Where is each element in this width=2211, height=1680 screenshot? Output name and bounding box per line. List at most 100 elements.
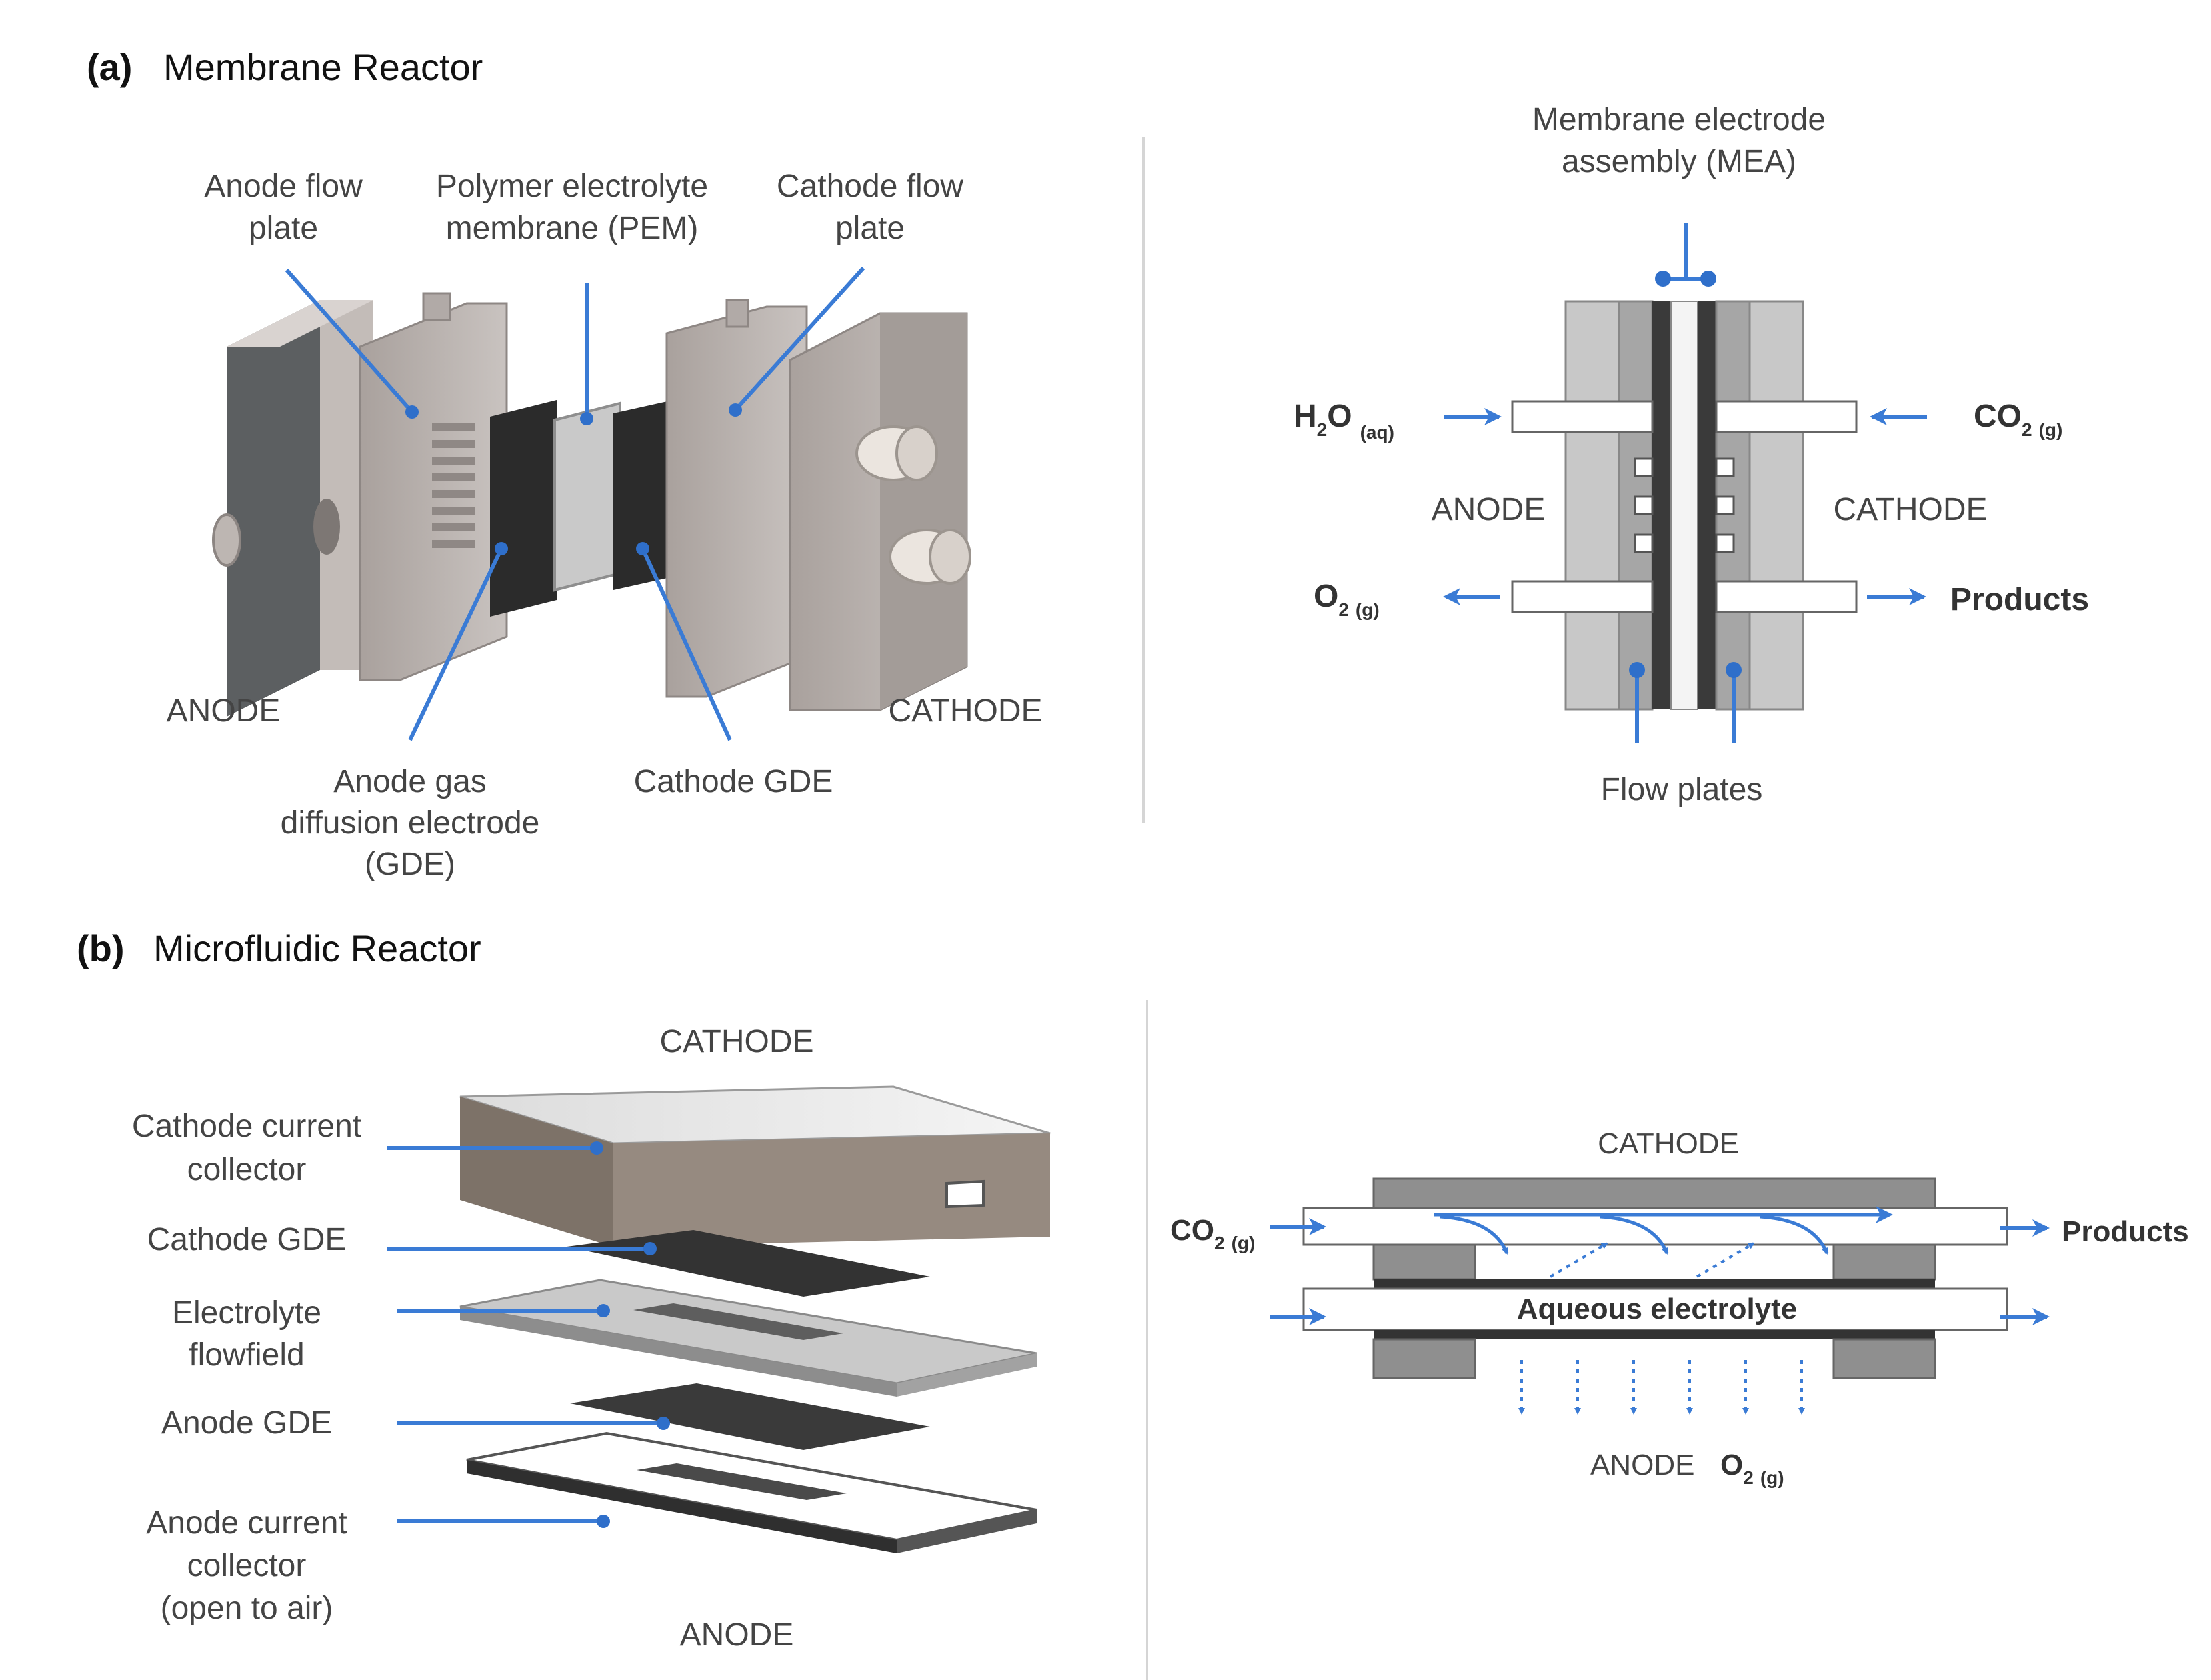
pem-strip xyxy=(1670,301,1698,710)
label-cathode-flow-plate-1: Cathode flow xyxy=(777,169,964,204)
label-anode-b-bottom: ANODE xyxy=(680,1617,794,1653)
label-o2-a: O2(g) xyxy=(1314,579,1380,620)
label-pem-1: Polymer electrolyte xyxy=(436,169,708,204)
dot-anode-collector xyxy=(597,1515,610,1528)
label-co2: CO2(g) xyxy=(1974,399,2062,440)
dot-cathode-collector xyxy=(590,1141,603,1155)
cathode-flow-plate-face xyxy=(665,305,808,698)
leader-cathode-gde xyxy=(641,547,732,741)
dot-mea-right xyxy=(1700,271,1716,287)
cathode-gde-strip xyxy=(1698,301,1716,709)
curve-arrow-3 xyxy=(1760,1215,1829,1255)
curve-arrow-2 xyxy=(1600,1215,1669,1255)
anode-gde-line xyxy=(1374,1330,1935,1339)
cathode-collector-side xyxy=(613,1133,1050,1247)
anode-collector-edge-side xyxy=(897,1510,1037,1553)
anode-inlet-pipe xyxy=(1511,400,1654,433)
left-block-lower xyxy=(1372,1338,1476,1379)
panel-b-letter: (b) xyxy=(77,927,125,969)
microfluidic-reactor-exploded-view: CATHODE Cathode current collector Cathod… xyxy=(132,1024,1051,1653)
label-mea-2: assembly (MEA) xyxy=(1562,144,1796,179)
membrane-reactor-exploded-view: Anode flow plate Polymer electrolyte mem… xyxy=(167,169,1043,882)
label-anode-gde-1: Anode gas xyxy=(333,764,487,799)
anode-end-plate-side xyxy=(227,300,320,717)
anode-end-plate-top xyxy=(227,300,373,347)
cathode-outlet-pipe xyxy=(1715,580,1858,613)
dotted-arrow-up-2 xyxy=(1696,1242,1755,1278)
panel-a-letter: (a) xyxy=(87,46,132,88)
membrane-reactor-schematic: Membrane electrode assembly (MEA) xyxy=(1294,102,2089,807)
label-pem-2: membrane (PEM) xyxy=(446,211,699,246)
anode-gde-strip xyxy=(1652,301,1671,709)
curve-arrow-1 xyxy=(1440,1215,1509,1255)
flowfield-edge xyxy=(460,1307,897,1397)
label-cathode-collector-2: collector xyxy=(187,1152,307,1187)
label-anode-collector-3: (open to air) xyxy=(161,1591,333,1626)
label-cathode-b-schematic: CATHODE xyxy=(1598,1127,1739,1160)
anode-gde-layer xyxy=(490,400,557,617)
label-aqueous-electrolyte: Aqueous electrolyte xyxy=(1517,1293,1798,1325)
anode-outer-plate xyxy=(1564,300,1620,711)
label-anode-b-schematic: ANODE xyxy=(1590,1449,1694,1481)
label-h2o: H2O(aq) xyxy=(1294,399,1394,443)
cathode-outer-plate xyxy=(1748,300,1804,711)
right-block-lower xyxy=(1832,1338,1936,1379)
dot-cathode-gde-b xyxy=(643,1242,657,1255)
label-products-b: Products xyxy=(2062,1215,2189,1248)
cathode-port-lower xyxy=(929,529,971,585)
dot-flow-plate-right xyxy=(1726,662,1742,678)
dot-mea-left xyxy=(1655,271,1671,287)
label-cathode-b-top: CATHODE xyxy=(659,1024,813,1059)
dot-anode-gde-b xyxy=(657,1417,670,1430)
label-cathode-collector-1: Cathode current xyxy=(132,1109,361,1144)
anode-collector-edge xyxy=(467,1460,897,1553)
flowfield-edge-side xyxy=(897,1353,1037,1397)
cathode-end-plate-side xyxy=(880,313,967,710)
label-co2-b: CO2(g) xyxy=(1170,1214,1255,1253)
label-anode-exploded: ANODE xyxy=(167,693,281,729)
dot-cathode-gde xyxy=(636,542,649,555)
cathode-port-upper xyxy=(895,425,938,481)
dot-anode-gde xyxy=(495,542,508,555)
dotted-arrow-up-1 xyxy=(1549,1242,1608,1278)
flowfield-channel xyxy=(633,1303,843,1340)
anode-outlet-pipe xyxy=(1511,580,1654,613)
anode-collector-slot xyxy=(637,1463,847,1500)
anode-flow-plate-hole xyxy=(313,499,340,555)
dot-anode-flow-plate xyxy=(405,405,419,419)
anode-gde-sheet xyxy=(570,1383,930,1450)
label-anode-gde-2: diffusion electrode xyxy=(281,805,540,841)
label-anode-collector-1: Anode current xyxy=(146,1505,347,1541)
label-cathode-exploded: CATHODE xyxy=(888,693,1042,729)
panel-b-title: Microfluidic Reactor xyxy=(153,927,481,969)
anode-channels xyxy=(1634,457,1654,553)
dot-flowfield xyxy=(597,1304,610,1317)
cathode-collector-port xyxy=(945,1179,985,1209)
label-anode-gde-b: Anode GDE xyxy=(161,1405,332,1441)
label-mea-1: Membrane electrode xyxy=(1532,102,1826,137)
electrolyte-channel xyxy=(1302,1287,2008,1331)
label-anode-gde-3: (GDE) xyxy=(365,847,455,882)
pem-membrane xyxy=(553,401,621,592)
label-anode-schematic: ANODE xyxy=(1432,492,1546,527)
cathode-flow-plate-tab xyxy=(725,299,749,328)
label-flow-plates: Flow plates xyxy=(1601,772,1763,807)
cathode-lid xyxy=(1372,1177,1936,1209)
leader-anode-gde xyxy=(408,547,503,741)
right-block-upper xyxy=(1832,1243,1936,1281)
anode-inlet-port xyxy=(212,513,241,567)
microfluidic-reactor-schematic: CATHODE xyxy=(1170,1127,2189,1488)
cathode-gde-sheet xyxy=(567,1230,930,1297)
label-cathode-gde: Cathode GDE xyxy=(634,764,833,799)
label-anode-collector-2: collector xyxy=(187,1548,307,1583)
label-cathode-schematic: CATHODE xyxy=(1833,492,1987,527)
cathode-inlet-pipe xyxy=(1715,400,1858,433)
anode-flow-plate-tab xyxy=(422,292,451,321)
cathode-collector-front xyxy=(460,1097,613,1247)
leader-anode-flow-plate xyxy=(285,269,414,413)
label-anode-flow-plate-2: plate xyxy=(249,211,318,246)
cathode-gde-layer xyxy=(613,400,673,590)
panel-a-title: Membrane Reactor xyxy=(163,46,483,88)
label-cathode-gde-b: Cathode GDE xyxy=(147,1222,347,1257)
